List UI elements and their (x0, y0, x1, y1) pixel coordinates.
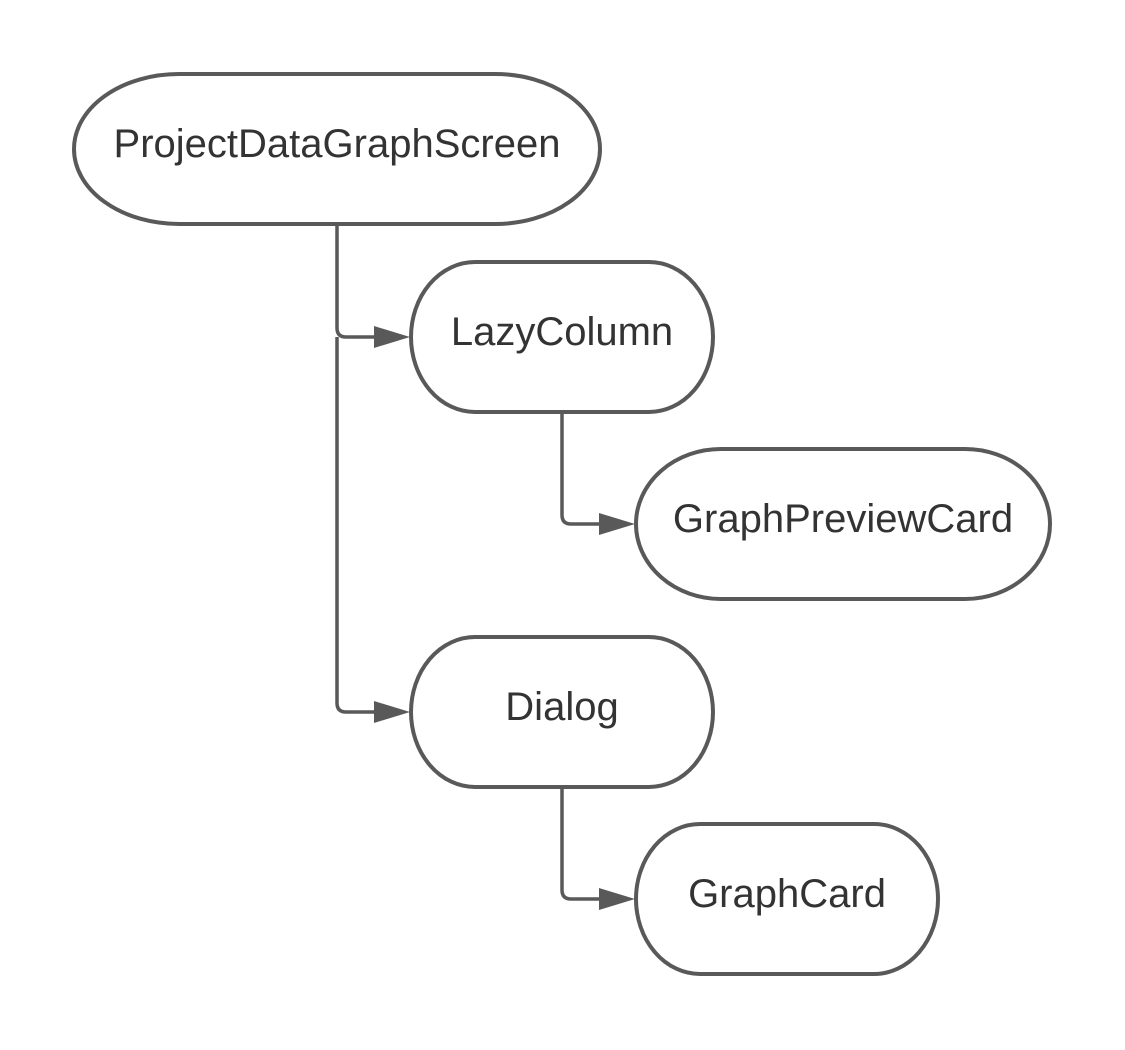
edge-root-to-lazycolumn (335, 225, 410, 348)
node-graph-preview-card: GraphPreviewCard (634, 447, 1052, 601)
node-dialog: Dialog (409, 635, 715, 789)
node-label-graph-card: GraphCard (688, 872, 886, 916)
node-graph-card: GraphCard (634, 822, 940, 976)
node-project-data-graph-screen: ProjectDataGraphScreen (72, 72, 602, 226)
node-label-project-data-graph-screen: ProjectDataGraphScreen (114, 122, 561, 166)
edge-lazycolumn-to-graphpreviewcard (560, 412, 635, 535)
edge-dialog-to-graphcard (560, 787, 635, 910)
node-label-lazy-column: LazyColumn (451, 310, 673, 354)
node-label-dialog: Dialog (505, 685, 618, 729)
node-lazy-column: LazyColumn (409, 260, 715, 414)
edge-root-to-dialog (335, 337, 410, 723)
node-label-graph-preview-card: GraphPreviewCard (673, 497, 1013, 541)
